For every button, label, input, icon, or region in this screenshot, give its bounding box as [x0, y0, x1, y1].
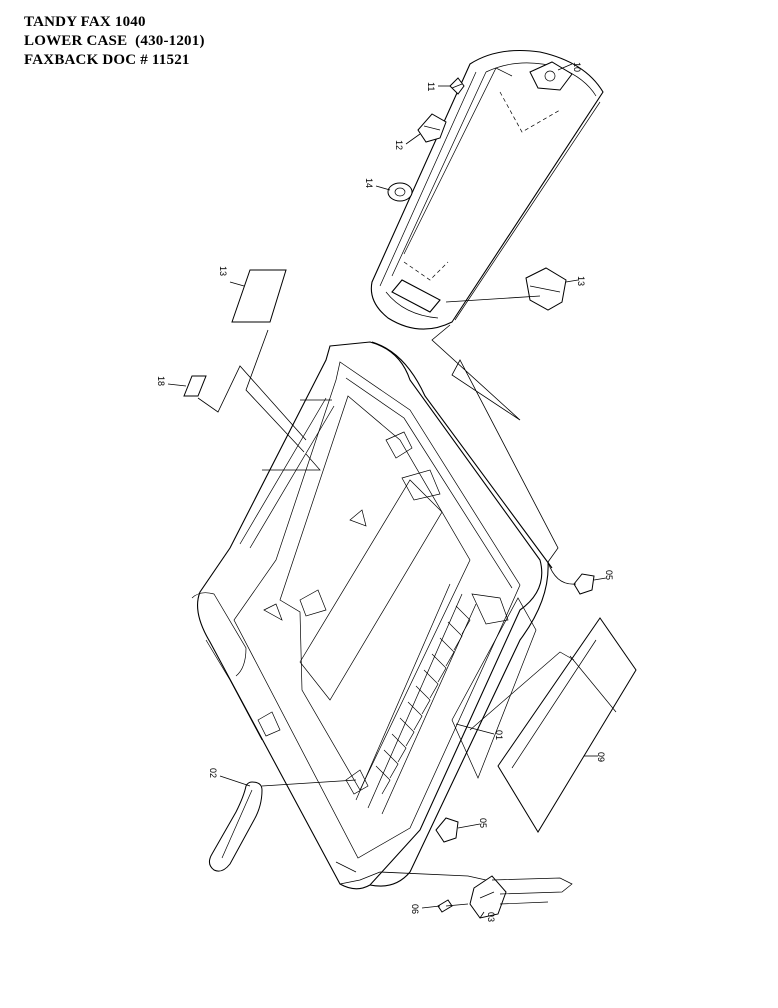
- part-06-screw: [437, 899, 469, 913]
- doc-title-part: LOWER CASE (430-1201): [24, 33, 205, 49]
- callout-01: 01: [494, 730, 504, 740]
- callout-05-lower: 05: [478, 818, 488, 828]
- callout-05-right: 05: [604, 570, 614, 580]
- upper-cover-part: [370, 49, 604, 330]
- lower-case-part: [191, 341, 553, 890]
- callout-06: 06: [410, 904, 420, 914]
- doc-number: FAXBACK DOC # 11521: [24, 52, 190, 68]
- callout-13-bracket: 13: [576, 276, 586, 286]
- part-14: [387, 182, 413, 202]
- callout-03: 03: [486, 912, 496, 922]
- callout-18: 18: [156, 376, 166, 386]
- part-02-hose: [208, 781, 263, 872]
- callout-11: 11: [426, 82, 436, 91]
- callout-13-sheet: 13: [218, 266, 228, 276]
- part-18: [183, 375, 207, 397]
- callout-02: 02: [208, 768, 218, 778]
- callout-10: 10: [572, 62, 582, 72]
- part-03-assembly: [469, 875, 573, 919]
- part-11: [449, 77, 465, 95]
- doc-title-model: TANDY FAX 1040: [24, 14, 146, 30]
- part-09-panel: [497, 617, 637, 833]
- part-05-lower: [435, 817, 459, 843]
- callout-14: 14: [364, 178, 374, 188]
- part-13-bracket: [525, 267, 567, 311]
- part-12: [417, 113, 447, 143]
- callout-09: 09: [596, 752, 606, 762]
- part-05-right: [573, 573, 595, 595]
- callout-12: 12: [394, 140, 404, 150]
- part-13-label-sheet: [231, 269, 287, 323]
